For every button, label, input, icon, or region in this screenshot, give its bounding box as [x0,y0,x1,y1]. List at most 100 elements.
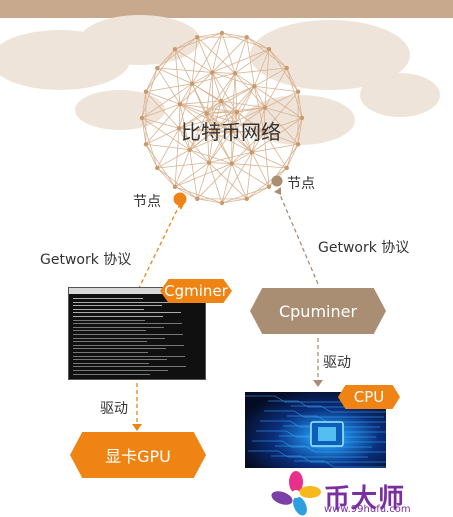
mesh-link [268,48,288,69]
network-mesh-nodes [139,30,305,206]
mesh-link [212,111,238,133]
mesh-link [145,144,158,169]
terminal-line [73,344,184,346]
mesh-link [264,67,288,108]
mesh-link [221,32,236,74]
mesh-link [208,162,232,164]
terminal-line [73,312,181,314]
mesh-link [174,186,198,200]
mesh-node [189,81,195,86]
terminal-line [73,308,144,310]
mesh-link [189,113,207,150]
mesh-link [231,163,287,169]
terminal-line [73,334,183,335]
mesh-link [179,103,207,114]
mesh-link [231,131,253,153]
mesh-link [231,163,270,188]
mesh-link [174,149,191,187]
mesh-link [236,111,265,133]
mesh-link [246,37,255,87]
mesh-node [195,34,200,40]
left-node-dot [173,192,187,206]
mesh-link [231,86,255,132]
mesh-link [212,72,236,74]
mesh-link [231,73,236,132]
mesh-link [156,48,176,69]
mesh-node [299,115,305,121]
mesh-link [206,113,214,133]
mesh-link [234,37,248,74]
mesh-link [211,72,238,113]
mesh-link [206,85,255,114]
mesh-link [251,143,299,153]
mesh-link [221,152,253,204]
mesh-link [253,86,265,132]
mesh-link [145,128,180,145]
mesh-link [206,100,222,114]
mesh-link [156,67,181,105]
mesh-node [155,165,160,171]
mesh-link [251,151,287,169]
mesh-link [191,83,238,113]
right-drive-label: 驱动 [323,355,351,371]
mesh-link [191,32,223,84]
mesh-link [157,67,193,85]
terminal-line [73,352,148,353]
mesh-link [141,117,180,129]
mesh-node [210,129,216,135]
mesh-link [189,130,233,151]
terminal-line [73,298,143,299]
right-node-dot [271,175,283,187]
mesh-link [221,100,238,113]
map-landmass [80,15,200,65]
mesh-link [206,113,233,132]
mesh-link [179,83,193,105]
world-map-silhouette [0,15,440,145]
terminal-line [73,366,186,368]
mesh-node [143,142,149,147]
mesh-link [206,113,265,133]
terminal-line [73,341,147,343]
terminal-line [73,373,150,375]
mesh-link [174,163,232,188]
mesh-link [221,85,255,102]
terminal-line [73,370,168,371]
mesh-node [262,105,268,110]
mesh-link [211,72,214,133]
mesh-link [206,113,233,164]
mesh-node [195,196,200,202]
mesh-link [179,103,214,133]
mesh-link [178,104,181,129]
mesh-link [141,117,190,151]
mesh-link [253,86,266,108]
left-drive-label: 驱动 [100,401,128,417]
mesh-link [297,117,303,145]
mesh-link [220,73,236,102]
mesh-link [221,163,233,204]
mesh-link [213,130,232,133]
mesh-link [189,149,232,164]
mesh-link [157,67,213,73]
mesh-link [263,131,299,145]
mesh-link [221,186,270,204]
mesh-link [157,162,210,169]
mesh-link [174,48,213,73]
right-connector-arrowhead [274,187,281,195]
mesh-link [234,48,270,74]
mesh-link [246,167,287,200]
mesh-link [145,49,176,92]
cpu-chip-core [318,427,336,441]
mesh-link [145,67,158,92]
mesh-link [156,167,176,188]
mesh-link [246,186,270,200]
left-protocol-connector [136,203,181,293]
mesh-link [141,117,158,169]
watermark-brand: 币大师 [324,484,406,514]
mesh-node [232,71,238,76]
circuit-traces [245,395,386,468]
mesh-link [231,107,266,132]
right-drive-arrowhead [313,380,323,387]
mesh-link [191,37,198,84]
mesh-node [295,142,301,147]
